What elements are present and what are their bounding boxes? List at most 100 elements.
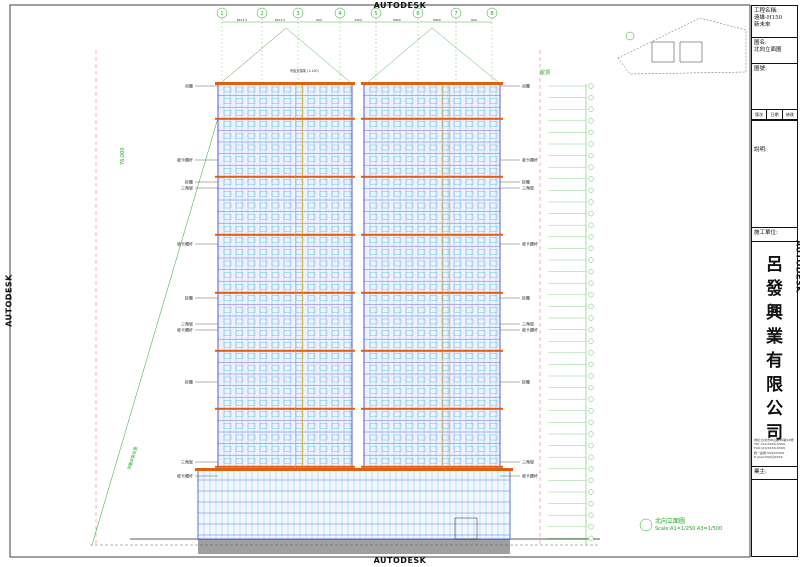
level-bubble (588, 187, 594, 193)
scale-bubble-icon (639, 518, 653, 532)
callout-left: 三角架 (181, 321, 193, 327)
level-bubble (588, 164, 594, 170)
grid-label: 8 (490, 11, 493, 17)
scaffold-floor-band (215, 233, 355, 236)
watermark-left: AUTODESK (4, 274, 14, 327)
grid-label: 1 (220, 11, 223, 17)
grid-label: 7 (454, 11, 457, 17)
callout-left: 拆籠 (185, 295, 193, 301)
level-bubble (588, 176, 594, 182)
tower-outline (363, 83, 501, 471)
scaffold-floor-band (215, 175, 355, 178)
level-bubble (588, 408, 594, 414)
level-bubble (588, 501, 594, 507)
watermark-bottom: AUTODESK (373, 556, 427, 565)
level-bubble (588, 199, 594, 205)
company-char: 限 (766, 375, 783, 395)
entrance (454, 517, 478, 540)
scaffold-floor-band (361, 117, 503, 120)
callout-right: 三角架 (522, 321, 534, 327)
level-bubble (588, 419, 594, 425)
level-bubble (588, 512, 594, 518)
callout-right: 收卡欄杆 (522, 327, 538, 333)
key-plan-building (651, 41, 675, 63)
dim-right: 屋頂 (540, 70, 550, 76)
project-cell: 工程名稱: 遠雄-H150 新未來 (752, 6, 797, 38)
level-bubble (588, 257, 594, 263)
scaffold-floor-band (361, 349, 503, 352)
scaffold-floor-band (215, 117, 355, 120)
approval-label: 業主: (754, 469, 767, 475)
callout-left: 收卡欄杆 (177, 327, 193, 333)
company-char: 業 (766, 327, 783, 347)
podium (195, 468, 513, 540)
roof-band (361, 82, 503, 85)
grid-dim: 6871.5 (275, 18, 286, 22)
level-bubble (588, 535, 594, 541)
callout-left: 收卡欄杆 (177, 473, 193, 479)
level-bubble (588, 106, 594, 112)
grid-dim: 600 (471, 18, 477, 22)
sheet-frame (9, 4, 751, 558)
title-block: 工程名稱: 遠雄-H150 新未來 圖名: 北向立面圖 圖號: 版次 日期 修改… (751, 5, 798, 557)
dim-left: 76,000 (120, 148, 126, 166)
callout-left: 三角架 (181, 459, 193, 465)
scaffold-floor-band (361, 291, 503, 294)
level-bubble (588, 234, 594, 240)
podium-band (195, 468, 513, 471)
grid-dim: 6871.5 (237, 18, 248, 22)
grid-label: 2 (260, 11, 263, 17)
company-note: 統一編號:XXXXXXXX (754, 450, 785, 455)
company-char: 公 (766, 399, 783, 419)
scaffold-floor-band (215, 291, 355, 294)
level-bubble (588, 315, 594, 321)
tower-right (361, 82, 503, 475)
level-bubble (588, 222, 594, 228)
level-bubble (588, 129, 594, 135)
level-bubble (588, 153, 594, 159)
level-bubble (588, 83, 594, 89)
company-name: 呂 發 興 業 有 限 公 司 (752, 253, 797, 445)
callout-right: 拆籠 (522, 179, 530, 185)
drawing-number-label: 圖號: (754, 66, 767, 72)
drawing-name-cell: 圖名: 北向立面圖 (752, 38, 797, 64)
level-bubble (588, 466, 594, 472)
level-bubble (588, 524, 594, 530)
callout-right: 三角架 (522, 459, 534, 465)
company-note: 地址:台北市中山區XX路XX號 (754, 438, 794, 442)
tower-outline (217, 83, 353, 471)
callout-right: 吊籠 (522, 83, 530, 89)
callout-left: 三角架 (181, 185, 193, 191)
watermark-top: AUTODESK (373, 1, 427, 10)
grid-dim: 600 (316, 18, 322, 22)
level-bubble (588, 95, 594, 101)
company-char: 司 (766, 423, 783, 443)
drawing-scale-label: 北向立面圖 Scale:A1=1/250 A3=1/500 (655, 518, 722, 533)
callout-left: 拆籠 (185, 179, 193, 185)
roof-guide (431, 27, 499, 83)
project-label: 工程名稱: (754, 8, 778, 14)
notes-cell: 說明: (752, 120, 797, 228)
level-markers (548, 83, 594, 545)
level-bubble (588, 327, 594, 333)
grid-dim: 6800 (393, 18, 401, 22)
ground-base (90, 538, 600, 554)
revision-col: 修改 (785, 112, 794, 117)
revision-col: 版次 (752, 110, 768, 119)
grid-dim: 3400 (354, 18, 362, 22)
company-char: 呂 (766, 255, 783, 275)
drawing-name-value: 北向立面圖 (754, 47, 782, 53)
tower-left (215, 82, 355, 475)
level-bubble (588, 454, 594, 460)
level-bubble (588, 292, 594, 298)
callout-right: 收卡欄杆 (522, 241, 538, 247)
drawing-name-label: 圖名: (754, 40, 767, 46)
callout-right: 收卡欄杆 (522, 157, 538, 163)
callout-right: 拆籠 (522, 379, 530, 385)
level-bubble (588, 431, 594, 437)
hoist-note: 吊籠支撐架 (1:100) (290, 68, 319, 73)
roof-guide (285, 27, 351, 83)
callout-left: 拆籠 (185, 379, 193, 385)
